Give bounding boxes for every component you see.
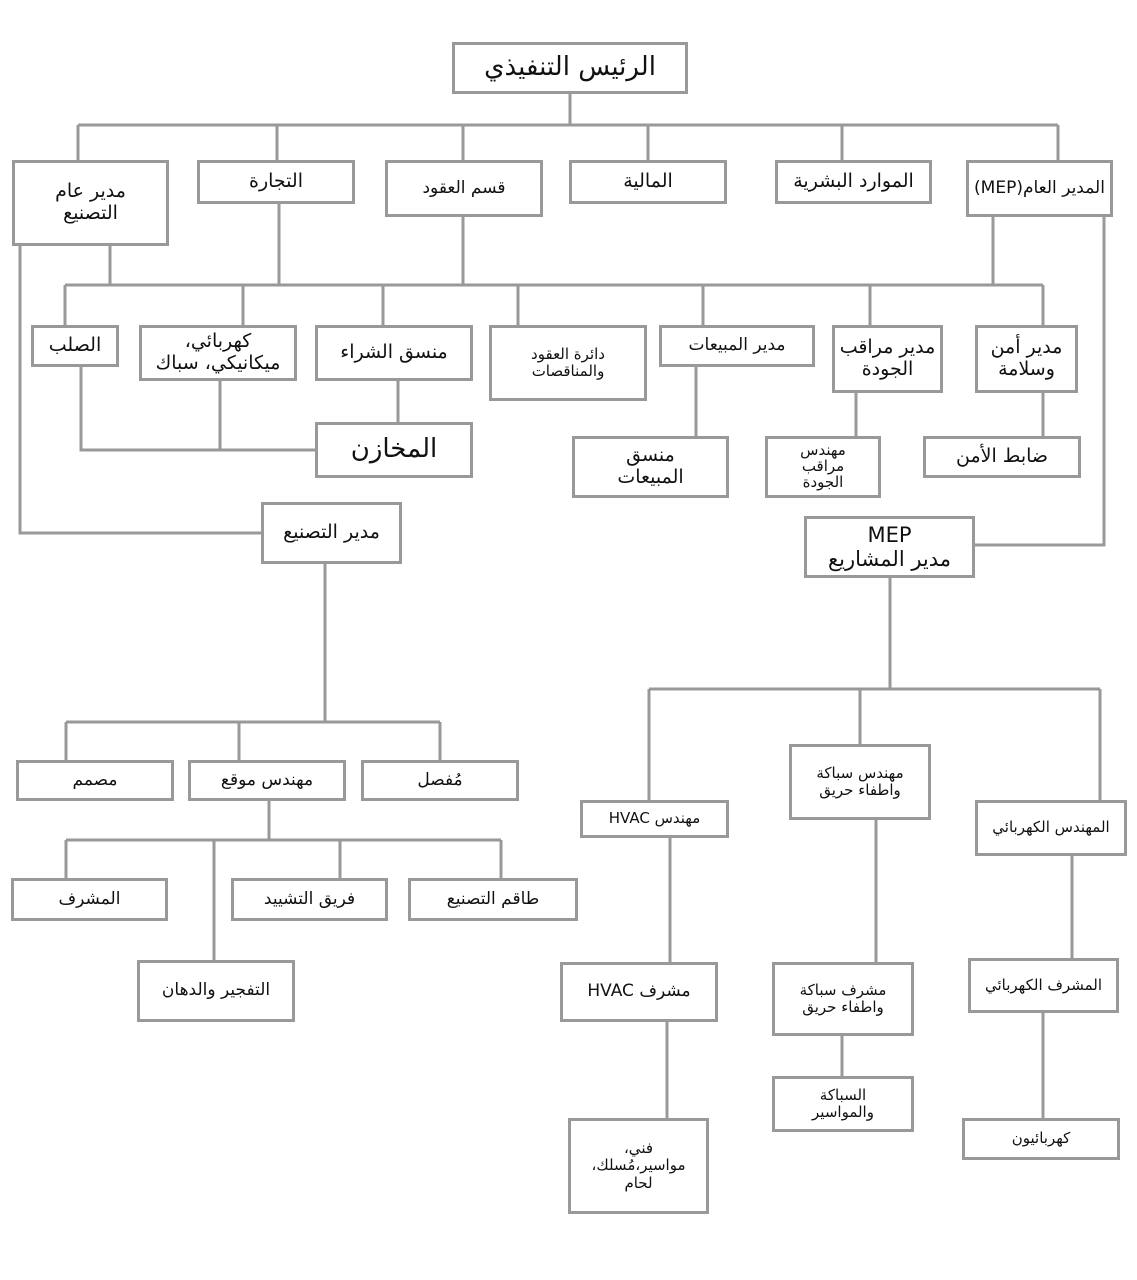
finance-box: المالية: [569, 160, 727, 204]
qc-engineer-box: مهندس مراقب الجودة: [765, 436, 881, 498]
plumbing-fire-supervisor-box: مشرف سباكة واطفاء حريق: [772, 962, 914, 1036]
plumbing-fire-engineer-box: مهندس سباكة واطفاء حريق: [789, 744, 931, 820]
detailer-box: مُفصل: [361, 760, 519, 801]
site-engineer-box: مهندس موقع: [188, 760, 346, 801]
contracts-tenders-box: دائرة العقود والمناقصات: [489, 325, 647, 401]
electrical-supervisor-box: المشرف الكهربائي: [968, 958, 1119, 1013]
security-officer-box: ضابط الأمن: [923, 436, 1081, 478]
qc-manager-box: مدير مراقب الجودة: [832, 325, 943, 393]
procurement-coordinator-box: منسق الشراء: [315, 325, 473, 381]
trade-box: التجارة: [197, 160, 355, 204]
contracts-dept-box: قسم العقود: [385, 160, 543, 217]
hr-box: الموارد البشرية: [775, 160, 932, 204]
electrical-engineer-box: المهندس الكهربائي: [975, 800, 1127, 856]
electricians-box: كهربائيون: [962, 1118, 1120, 1160]
sales-manager-box: مدير المبيعات: [659, 325, 815, 367]
hvac-supervisor-box: مشرف HVAC: [560, 962, 718, 1022]
hvac-engineer-box: مهندس HVAC: [580, 800, 729, 838]
mep-gm-box: المدير العام(MEP): [966, 160, 1113, 217]
blasting-painting-box: التفجير والدهان: [137, 960, 295, 1022]
manufacturing-gm-box: مدير عام التصنيع: [12, 160, 169, 246]
manufacturing-manager-box: مدير التصنيع: [261, 502, 402, 564]
technicians-box: فني، مواسير،مُسلك، لحام: [568, 1118, 709, 1214]
ceo-box: الرئيس التنفيذي: [452, 42, 688, 94]
supervisor-box: المشرف: [11, 878, 168, 921]
sales-coordinator-box: منسق المبيعات: [572, 436, 729, 498]
designer-box: مصمم: [16, 760, 174, 801]
steel-box: الصلب: [31, 325, 119, 367]
warehouses-box: المخازن: [315, 422, 473, 478]
construction-team-box: فريق التشييد: [231, 878, 388, 921]
plumbing-pipes-box: السباكة والمواسير: [772, 1076, 914, 1132]
fabrication-crew-box: طاقم التصنيع: [408, 878, 578, 921]
mep-project-manager-box: MEP مدير المشاريع: [804, 516, 975, 578]
hse-manager-box: مدير أمن وسلامة: [975, 325, 1078, 393]
elec-mech-plumber-box: كهربائي، ميكانيكي، سباك: [139, 325, 297, 381]
